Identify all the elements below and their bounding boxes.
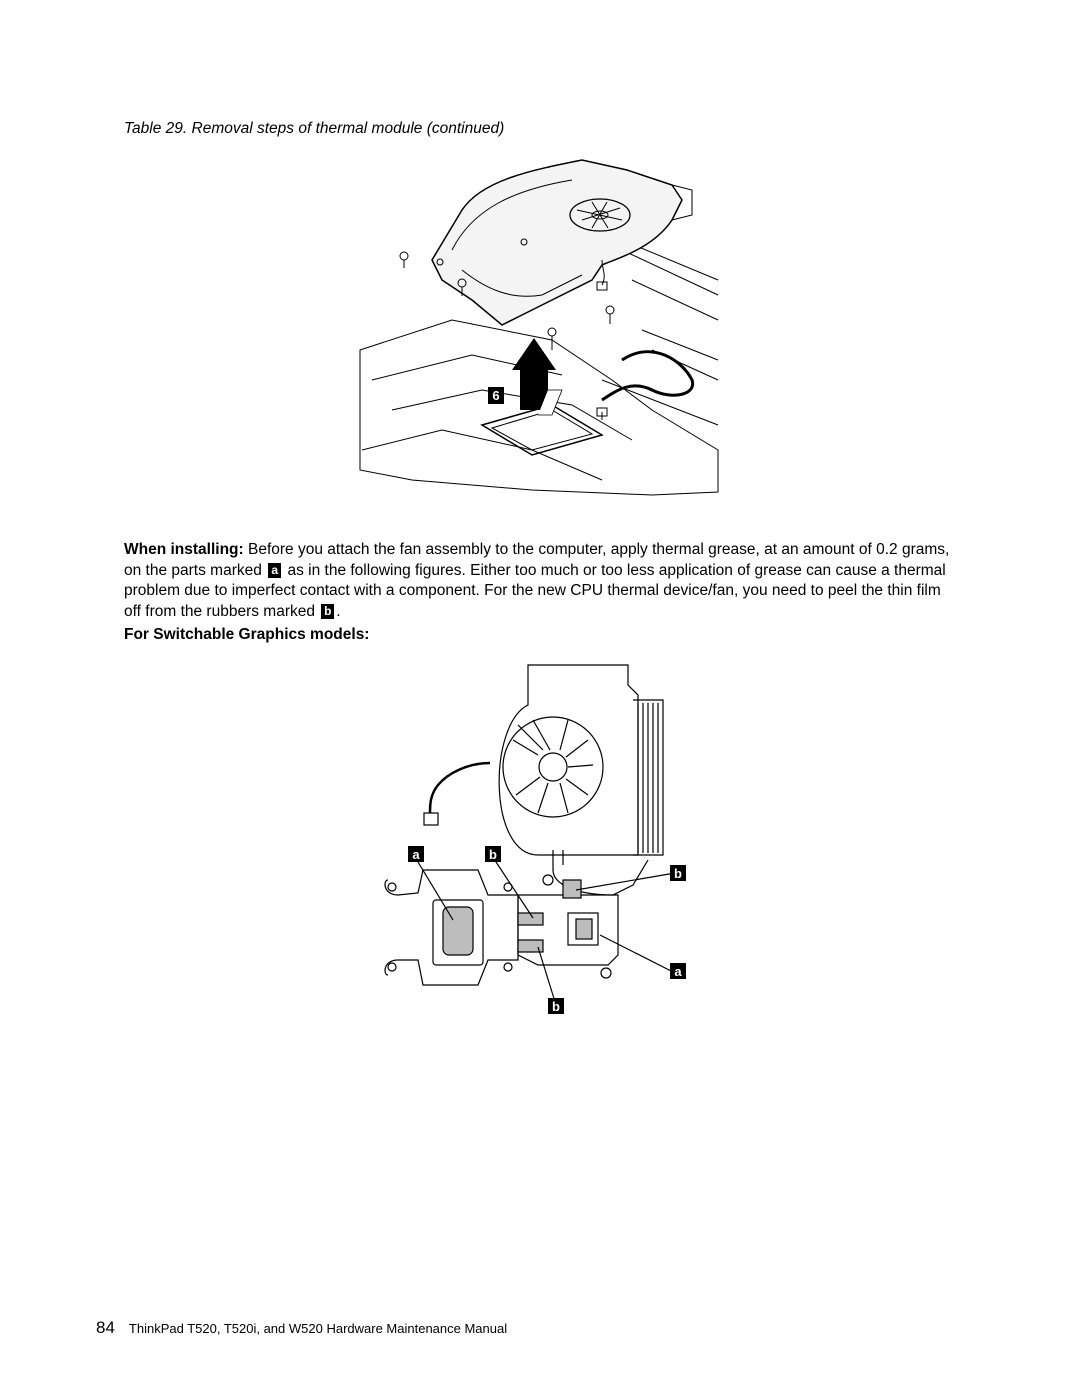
page-footer: 84 ThinkPad T520, T520i, and W520 Hardwar… [96, 1318, 507, 1338]
callout-a-inline: a [268, 562, 282, 578]
callout-b-right: b [670, 865, 686, 881]
step-callout-6: 6 [488, 387, 504, 404]
installing-text-1: Before you attach the fan assembly to th… [124, 541, 950, 579]
svg-text:b: b [552, 999, 560, 1014]
svg-text:b: b [489, 847, 497, 862]
callout-a-top: a [408, 846, 424, 862]
callout-a-right: a [670, 963, 686, 979]
installing-text-3: . [336, 602, 341, 620]
installing-paragraph: When installing: Before you attach the f… [124, 540, 954, 622]
thermal-module-removal-figure: 6 [359, 159, 719, 496]
installing-text-2: as in the following figures. Either too … [124, 561, 946, 620]
svg-text:a: a [674, 964, 682, 979]
svg-text:b: b [674, 866, 682, 881]
switchable-graphics-thermal-figure: a b b a b [384, 664, 686, 1014]
page-number: 84 [96, 1318, 115, 1337]
callout-b-inline: b [321, 603, 335, 619]
table-caption: Table 29. Removal steps of thermal modul… [124, 120, 505, 137]
callout-b-top: b [485, 846, 501, 862]
callout-b-bottom: b [548, 998, 564, 1014]
svg-text:6: 6 [492, 388, 499, 403]
svg-text:a: a [412, 847, 420, 862]
switchable-graphics-heading: For Switchable Graphics models: [124, 626, 370, 643]
manual-title: ThinkPad T520, T520i, and W520 Hardware … [128, 1321, 508, 1336]
installing-lead: When installing: [124, 541, 244, 558]
